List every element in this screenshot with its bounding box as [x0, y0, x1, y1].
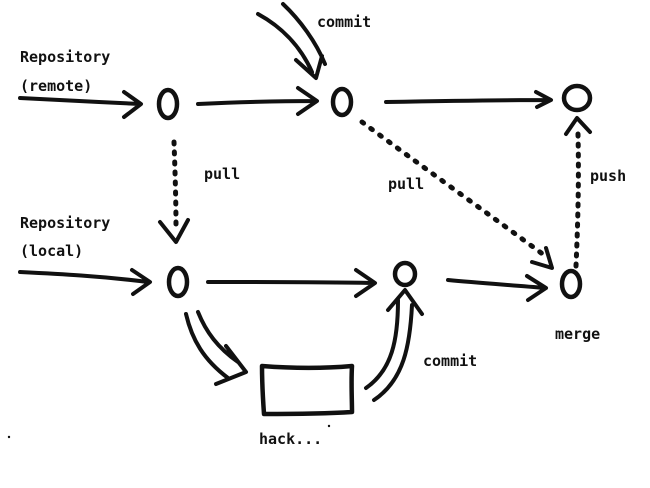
to-hack-arrow [184, 310, 248, 386]
pull-diagonal-label: pull [388, 175, 425, 193]
hack-label: hack... [259, 430, 323, 448]
hack-box [259, 363, 355, 417]
repo-local-label-2: (local) [20, 242, 84, 260]
remote-node-3 [561, 83, 593, 113]
remote-node-2 [330, 86, 354, 118]
local-arrow-2-merge [446, 274, 548, 302]
pull-diagonal-arrowhead [530, 246, 554, 270]
push-label: push [590, 167, 627, 185]
local-node-2 [392, 260, 418, 288]
commit-bottom-label: commit [423, 352, 478, 370]
pull-left-label: pull [204, 165, 241, 183]
commit-top-arrow [256, 2, 327, 80]
commit-bottom-arrow [364, 288, 424, 402]
merge-node [559, 268, 583, 300]
push-dotted [573, 131, 581, 269]
commit-top-label: commit [317, 13, 372, 31]
remote-node-1 [156, 87, 180, 121]
local-incoming-arrow [18, 268, 152, 296]
local-node-1 [166, 265, 190, 299]
local-arrow-1-2 [206, 268, 377, 298]
stray-dot [7, 435, 11, 439]
repo-local-label-1: Repository [20, 214, 111, 232]
stray-dot [327, 424, 331, 428]
remote-arrow-1-2 [196, 86, 319, 116]
pull-down-arrowhead [158, 218, 190, 244]
push-arrowhead [564, 116, 592, 136]
repo-remote-label-1: Repository [20, 48, 111, 66]
merge-label: merge [555, 325, 601, 343]
remote-arrow-2-3 [384, 90, 553, 109]
repo-remote-label-2: (remote) [20, 77, 93, 95]
remote-incoming-arrow [18, 90, 143, 119]
pull-down-dotted [171, 139, 179, 231]
